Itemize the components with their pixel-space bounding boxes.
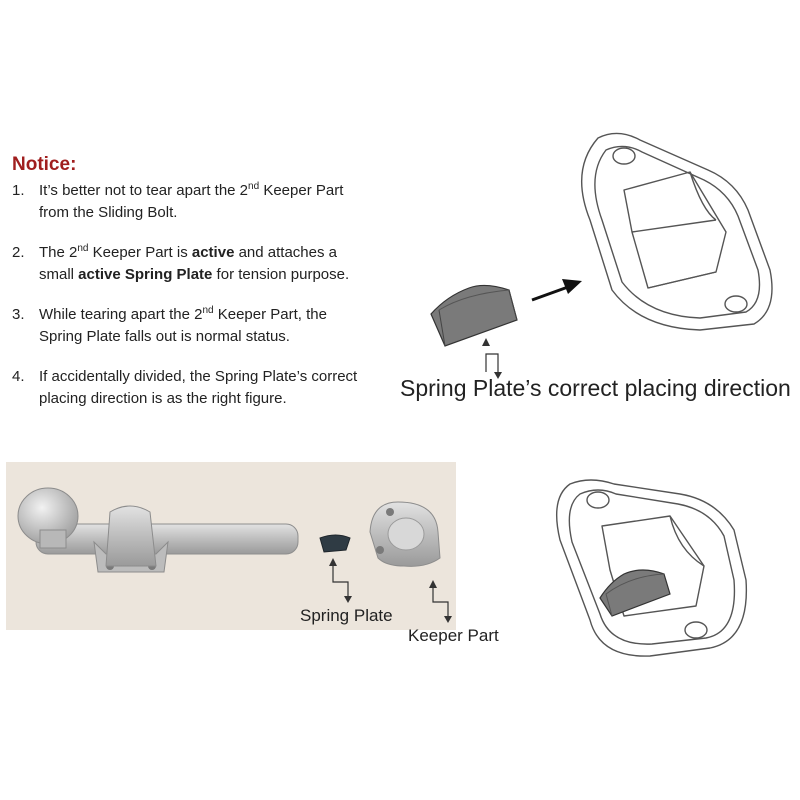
notice-item-1: 1. It’s better not to tear apart the 2nd… <box>12 180 362 223</box>
notice-item-4: 4. If accidentally divided, the Spring P… <box>12 366 362 409</box>
notice-title: Notice: <box>12 154 77 175</box>
text-run: Keeper Part, the Spring Plate falls out … <box>39 306 327 345</box>
assembled-bracket-diagram <box>555 479 748 657</box>
notice-item-number: 2. <box>12 244 25 261</box>
notice-item-3: 3. While tearing apart the 2nd Keeper Pa… <box>12 304 362 347</box>
bracket-cavity <box>623 171 727 289</box>
notice-item-2: 2. The 2nd Keeper Part is active and att… <box>12 242 362 285</box>
text-run: It’s better not to tear apart the 2 <box>39 182 249 199</box>
elbow-arrow-icon <box>329 558 352 603</box>
notice-item-text: The 2nd Keeper Part is active and attach… <box>39 242 362 285</box>
direction-caption: Spring Plate’s correct placing direction <box>400 375 791 401</box>
bold-text: active Spring Plate <box>78 265 213 283</box>
notice-item-number: 1. <box>12 182 25 199</box>
notice-item-number: 3. <box>12 306 25 323</box>
elbow-arrow-icon <box>429 580 452 623</box>
text-run: If accidentally divided, the Spring Plat… <box>39 368 358 407</box>
product-photo <box>6 462 456 630</box>
ordinal-suffix: nd <box>77 243 89 254</box>
spring-plate-shape <box>430 284 518 347</box>
text-run: While tearing apart the 2 <box>39 306 203 323</box>
bold-text: active <box>191 244 235 261</box>
bracket-cavity-edge <box>631 219 717 289</box>
screw-hole-icon <box>684 621 708 639</box>
spring-plate-photo <box>319 534 351 553</box>
spring-plate-curve <box>438 289 510 311</box>
notice-list: 1. It’s better not to tear apart the 2nd… <box>12 180 362 428</box>
spring-plate-edge <box>438 289 518 347</box>
knob-stem <box>39 529 67 549</box>
notice-item-text: While tearing apart the 2nd Keeper Part,… <box>39 304 362 347</box>
text-run: and attaches a small <box>39 244 337 283</box>
notice-item-text: It’s better not to tear apart the 2nd Ke… <box>39 180 362 223</box>
notice-item-text: If accidentally divided, the Spring Plat… <box>39 366 362 409</box>
text-run: Keeper Part from the Sliding Bolt. <box>39 182 344 221</box>
spring-plate-label: Spring Plate <box>300 606 393 625</box>
text-run: The 2 <box>39 244 78 261</box>
text-run: for tension purpose. <box>212 265 350 283</box>
spring-plate-curve <box>605 573 665 617</box>
first-keeper <box>105 505 157 567</box>
arrow-right-icon <box>531 279 582 302</box>
bracket-inner-outline <box>568 489 736 645</box>
screw-hole-icon <box>586 491 610 509</box>
bracket-outer-outline <box>555 479 748 657</box>
elbow-arrow-icon <box>482 338 502 379</box>
bracket-cavity-curve <box>689 171 717 221</box>
text-run: Keeper Part is <box>88 244 192 261</box>
keeper-bracket-diagram <box>580 132 773 331</box>
bracket-inner-outline <box>594 145 761 319</box>
screw-hole-icon <box>376 546 384 554</box>
bracket-outer-outline <box>580 132 773 331</box>
ordinal-suffix: nd <box>248 181 260 192</box>
screw-hole-icon <box>612 147 636 165</box>
keeper-part-label: Keeper Part <box>408 626 499 645</box>
notice-item-number: 4. <box>12 368 25 385</box>
ordinal-suffix: nd <box>202 305 214 316</box>
keeper-bore <box>387 517 425 551</box>
bracket-cavity-curve <box>669 515 705 567</box>
screw-hole-icon <box>724 295 748 313</box>
screw-hole-icon <box>386 508 394 516</box>
